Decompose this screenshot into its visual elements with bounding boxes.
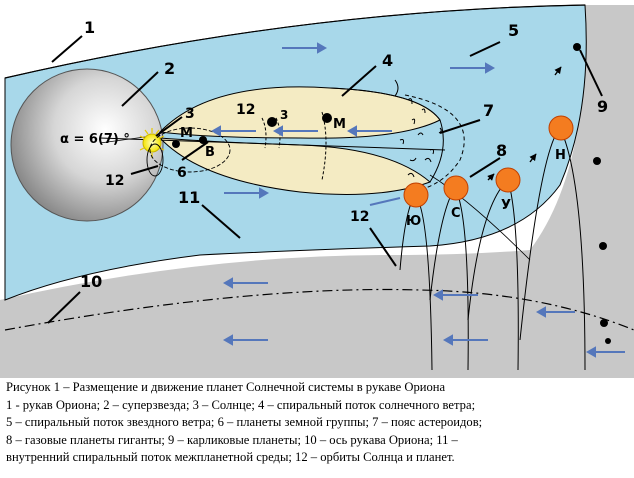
label-9: 9	[597, 97, 608, 116]
wind-outline	[329, 87, 444, 183]
asteroid-belt	[394, 79, 442, 178]
label-3: 3	[185, 106, 195, 122]
caption-line: 1 - рукав Ориона; 2 – суперзвезда; 3 – С…	[6, 397, 476, 412]
label-12b: 12	[105, 173, 124, 189]
flow-arrow	[224, 187, 270, 199]
dwarf-planet-1	[573, 43, 581, 51]
label-4: 4	[382, 51, 393, 70]
flow-arrow	[346, 125, 392, 137]
flow-arrow	[282, 42, 328, 54]
label-6: 6	[177, 165, 187, 181]
orbit-dashed-1	[261, 117, 267, 149]
dwarf-planet-2	[593, 157, 601, 165]
caption-line: внутренний спиральный поток межпланетной…	[6, 450, 455, 464]
orbit-asteroid	[404, 94, 465, 193]
orbit-dashed-2	[275, 117, 281, 149]
orbit-sun	[146, 143, 164, 177]
dwarf-planet-3	[599, 242, 607, 250]
flow-arrow	[210, 125, 256, 137]
flow-arrow	[442, 334, 488, 346]
leader-lines	[47, 35, 603, 324]
sun	[139, 128, 165, 158]
superstar	[10, 68, 164, 222]
arm-border-line	[4, 4, 586, 79]
orbit-12-right	[429, 174, 531, 261]
label-3b: 3	[280, 108, 288, 122]
arm-axis	[4, 288, 634, 331]
label-8: 8	[496, 141, 507, 160]
planet-mars-orbit	[267, 117, 277, 127]
label-uranus: У	[501, 198, 511, 213]
orbit-inner	[149, 127, 231, 173]
flow-arrow	[535, 306, 575, 318]
giant-uranus	[495, 167, 521, 193]
label-11: 11	[178, 188, 200, 207]
caption-line: 8 – газовые планеты гиганты; 9 – карлико…	[6, 432, 458, 447]
label-neptune: Н	[555, 148, 566, 163]
alpha-angle-label: α = 6(7) °	[60, 132, 130, 147]
figure-caption: Рисунок 1 – Размещение и движение планет…	[6, 379, 630, 467]
label-12c: 12	[350, 209, 369, 225]
caption-line: 5 – спиральный поток звездного ветра; 6 …	[6, 415, 483, 429]
flow-arrow	[585, 346, 625, 358]
giant-jupiter	[403, 182, 429, 208]
label-1: 1	[84, 18, 95, 37]
label-jupiter: Ю	[406, 214, 421, 229]
label-saturn: С	[451, 206, 461, 221]
planet-earth-group-2	[199, 136, 207, 144]
label-5: 5	[508, 21, 519, 40]
dwarf-planet-4	[600, 319, 608, 327]
flow-arrow	[222, 277, 268, 289]
label-7: 7	[483, 101, 494, 120]
label-venus: В	[205, 145, 215, 160]
flow-arrows	[210, 42, 625, 358]
planet-mars	[322, 113, 332, 123]
label-10: 10	[80, 272, 102, 291]
label-mars: М	[333, 117, 346, 132]
giant-saturn	[443, 175, 469, 201]
label-mercury: М	[180, 126, 193, 141]
flow-arrow	[432, 289, 478, 301]
flow-arrow	[369, 197, 401, 206]
dwarf-planet-5	[605, 338, 611, 344]
caption-title: Рисунок 1 – Размещение и движение планет…	[6, 380, 446, 394]
label-2: 2	[164, 59, 175, 78]
label-12a: 12	[236, 102, 255, 118]
planet-earth-group-1	[172, 140, 180, 148]
giant-neptune	[548, 115, 574, 141]
flow-arrow	[450, 62, 496, 74]
lower-gray-region	[0, 250, 634, 378]
flow-arrow	[222, 334, 268, 346]
flow-arrow	[272, 125, 318, 137]
orion-arm-diagram: 1 2 3 3 4 5 6 7 8 9 10 11 12 12 12 α = 6…	[0, 4, 634, 378]
